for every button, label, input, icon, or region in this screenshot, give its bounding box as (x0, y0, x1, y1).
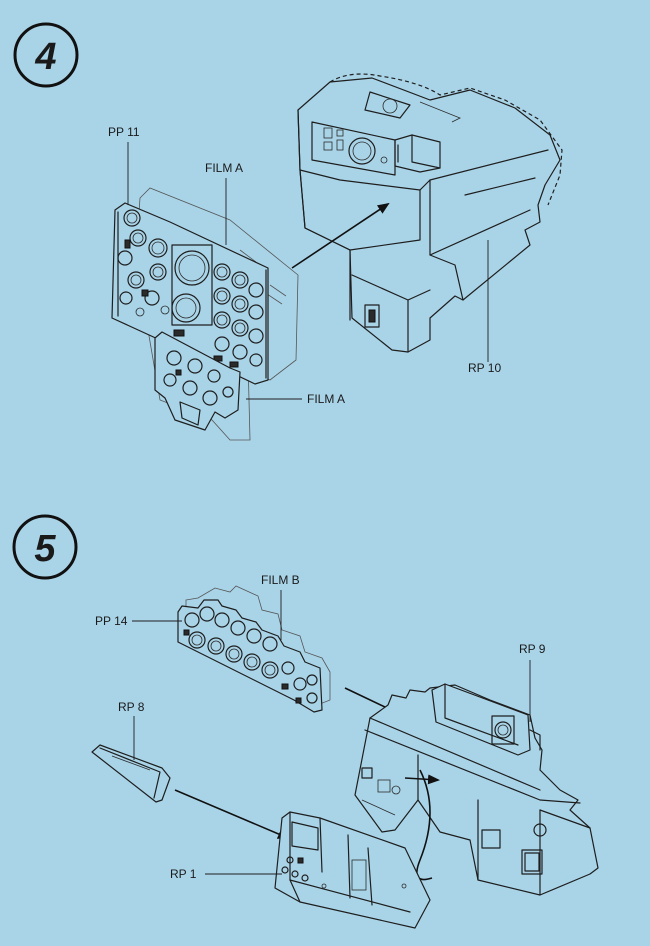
label-rp10: RP 10 (468, 361, 501, 375)
label-rp1: RP 1 (170, 867, 197, 881)
part-rp8 (91, 744, 171, 803)
cockpit-tub-rp10 (297, 73, 563, 353)
step-5: 5 (12, 514, 599, 929)
step-4-badge: 4 (13, 22, 79, 88)
part-rp1 (274, 811, 431, 929)
step-number: 4 (34, 36, 56, 78)
step-5-badge: 5 (12, 514, 78, 580)
step-4: 4 (13, 22, 563, 441)
lower-console-pp11 (154, 331, 241, 431)
label-pp14: PP 14 (95, 614, 128, 628)
step-4-labels: PP 11 FILM A FILM A RP 10 (108, 125, 501, 406)
label-film-a-bottom: FILM A (307, 392, 345, 406)
step-5-labels: FILM B PP 14 RP 9 RP 8 RP 1 (95, 573, 546, 881)
step-number: 5 (34, 528, 56, 570)
photoetch-panel-pp14 (177, 599, 323, 713)
cockpit-front-rp9 (354, 683, 599, 896)
label-film-a-top: FILM A (205, 161, 243, 175)
photoetch-panel-pp11 (111, 202, 269, 385)
label-film-b: FILM B (261, 573, 300, 587)
label-pp11: PP 11 (108, 125, 140, 139)
assembly-arrow-4 (291, 202, 390, 269)
assembly-arrow-5b (174, 789, 290, 839)
label-rp8: RP 8 (118, 700, 145, 714)
label-rp9: RP 9 (519, 642, 546, 656)
